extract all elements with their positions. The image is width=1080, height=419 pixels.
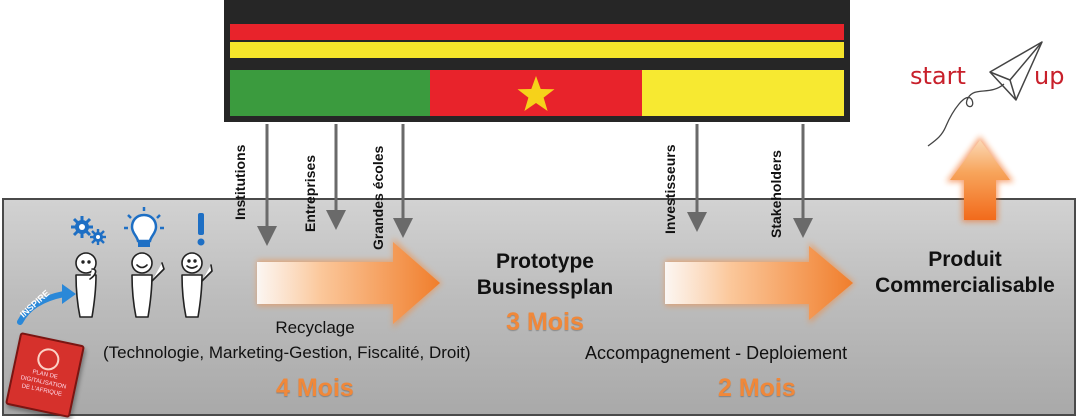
input-label-investisseurs: Investisseurs [662,144,678,235]
cameroon-yellow-band [642,70,844,116]
stick-figure-idea [131,252,165,318]
accompagnement-title: Accompagnement - Deploiement [585,343,848,363]
input-label-grandes-ecoles: Grandes écoles [370,145,386,250]
input-arrow-grandes-ecoles [393,124,413,238]
recyclage-subjects: (Technologie, Marketing-Gestion, Fiscali… [103,343,471,362]
recyclage-duration: 4 Mois [276,374,354,402]
paper-plane-icon [927,41,1043,147]
stick-figure-realisation [181,252,213,318]
process-panel [2,198,1076,416]
inspire-arrow [17,284,76,325]
input-label-institutions: Institutions [232,144,248,220]
input-arrow-entreprises [326,124,346,230]
cameroon-green-band [230,70,430,116]
businessplan-title: Businessplan [476,276,614,299]
book-emblem [35,346,62,373]
produit-title: Produit [928,248,1002,271]
germany-black-stripe [224,0,850,22]
input-label-entreprises: Entreprises [302,154,318,232]
input-arrow-stakeholders [793,124,813,238]
exclamation-icon [197,213,205,246]
input-arrows [257,124,813,246]
germany-gold-stripe [230,42,844,58]
startup-logo-left: start [910,62,966,90]
flags-block [224,0,850,122]
accompagnement-duration: 2 Mois [718,374,796,402]
input-arrow-institutions [257,124,277,246]
input-label-stakeholders: Stakeholders [768,150,784,238]
prototype-title: Prototype [495,250,594,273]
input-arrow-investisseurs [687,124,707,232]
stick-figure-thinking [75,252,97,318]
recyclage-title: Recyclage [275,318,355,337]
prototype-duration: 3 Mois [506,308,584,336]
stick-figures [71,207,213,318]
process-arrow-accompagnement [665,242,855,324]
startup-logo-right: up [1034,62,1065,90]
germany-red-stripe [230,24,844,40]
commercialisable-title: Commercialisable [875,274,1055,297]
lightbulb-icon [124,207,164,247]
process-arrow-recyclage [257,238,442,328]
cameroon-star-icon [517,76,555,111]
startup-up-arrow [946,136,1014,222]
gears-icon [71,216,106,245]
